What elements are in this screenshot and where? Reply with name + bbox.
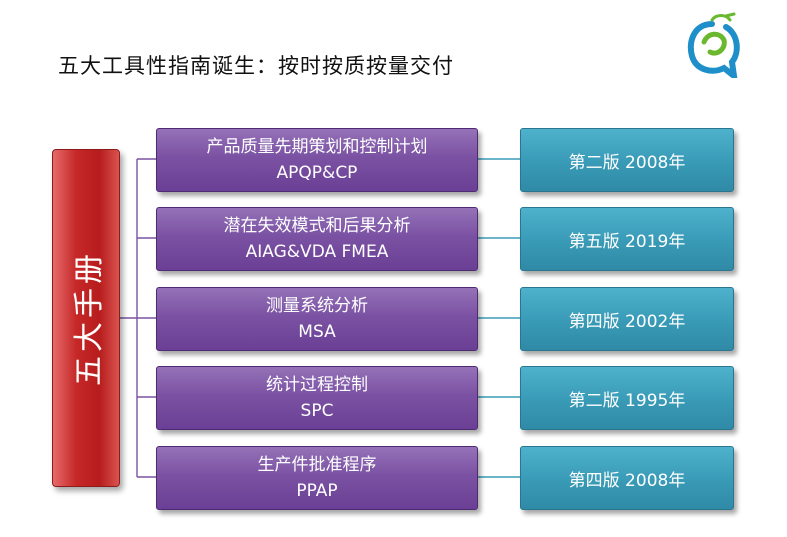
- tool-node-fmea: 潜在失效模式和后果分析 AIAG&VDA FMEA: [156, 207, 478, 271]
- tool-abbreviation: PPAP: [296, 481, 338, 501]
- tool-node-apqp: 产品质量先期策划和控制计划 APQP&CP: [156, 128, 478, 192]
- tool-name: 产品质量先期策划和控制计划: [206, 137, 428, 157]
- edition-node-msa: 第四版 2002年: [520, 287, 734, 351]
- tool-name: 潜在失效模式和后果分析: [223, 216, 411, 236]
- edition-node-spc: 第二版 1995年: [520, 366, 734, 430]
- tool-name: 生产件批准程序: [257, 455, 377, 475]
- root-node: 五大手册: [52, 149, 120, 487]
- tool-abbreviation: APQP&CP: [276, 163, 358, 183]
- tool-abbreviation: SPC: [300, 401, 334, 421]
- tool-name: 测量系统分析: [266, 296, 368, 316]
- tool-name: 统计过程控制: [266, 375, 368, 395]
- edition-node-apqp: 第二版 2008年: [520, 128, 734, 192]
- tool-abbreviation: AIAG&VDA FMEA: [245, 242, 389, 262]
- root-label: 五大手册: [72, 250, 107, 386]
- tool-node-spc: 统计过程控制 SPC: [156, 366, 478, 430]
- tool-abbreviation: MSA: [298, 322, 336, 342]
- edition-node-ppap: 第四版 2008年: [520, 446, 734, 510]
- tool-node-msa: 测量系统分析 MSA: [156, 287, 478, 351]
- tool-node-ppap: 生产件批准程序 PPAP: [156, 446, 478, 510]
- logo-icon: [687, 12, 740, 78]
- page-title: 五大工具性指南诞生：按时按质按量交付: [58, 54, 454, 78]
- edition-node-fmea: 第五版 2019年: [520, 207, 734, 271]
